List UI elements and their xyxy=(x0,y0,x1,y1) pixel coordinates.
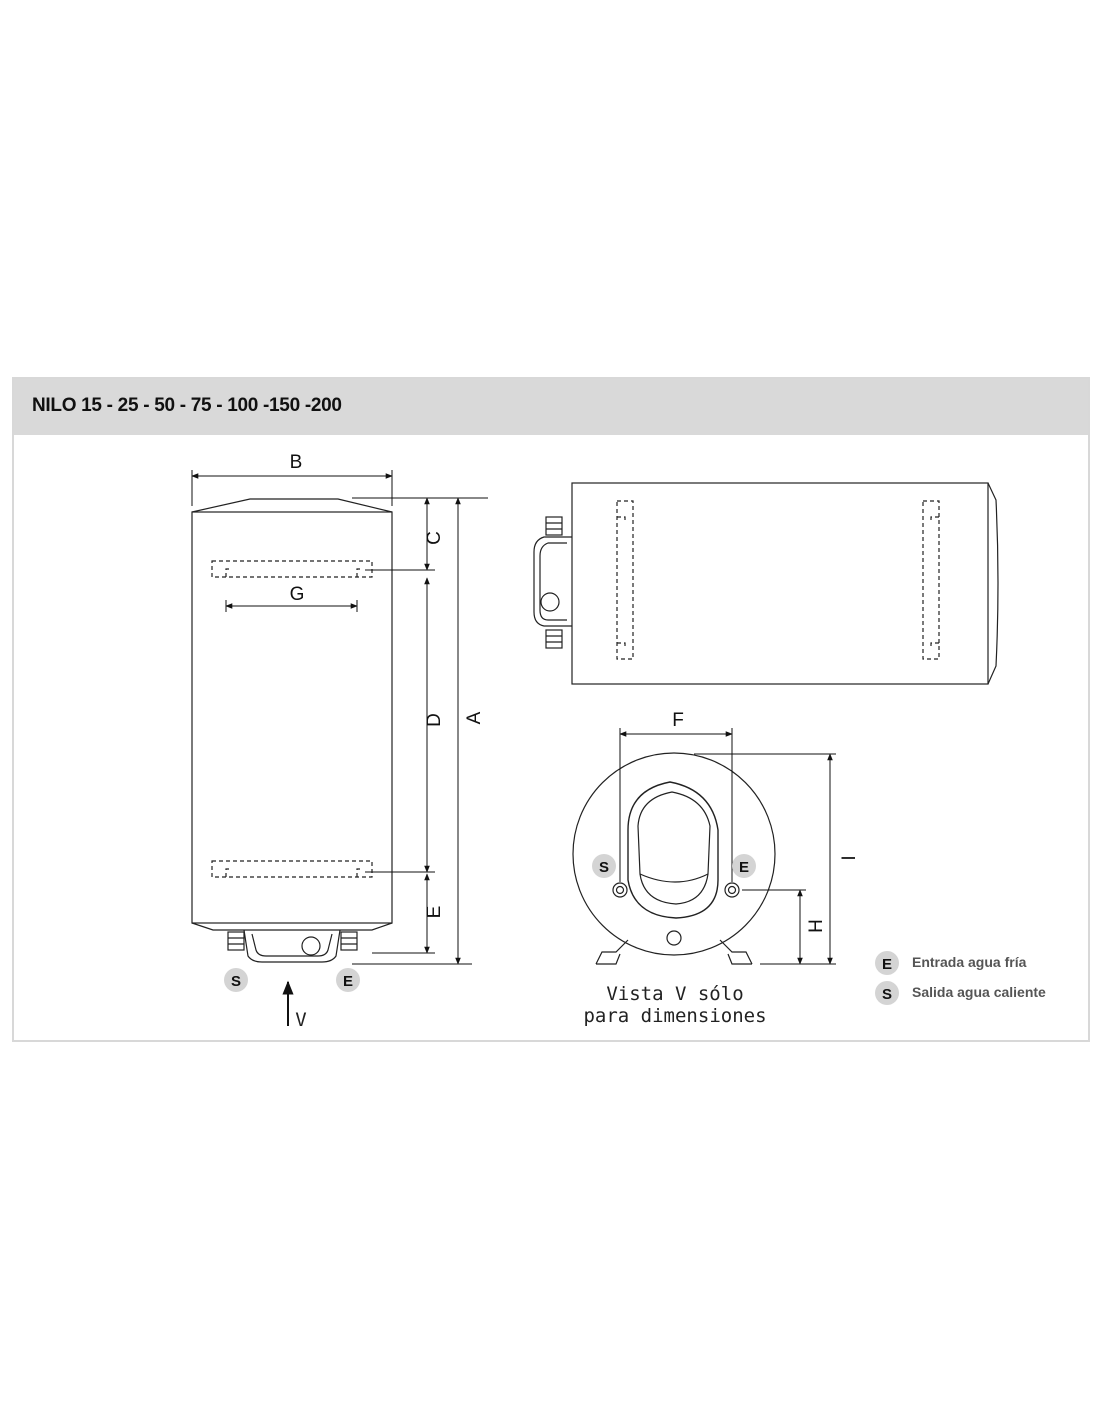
drain-port xyxy=(666,930,682,946)
tank-top-cap xyxy=(191,498,393,513)
inlet-port xyxy=(724,882,740,898)
outlet-port xyxy=(612,882,628,898)
dim-label-f: F xyxy=(672,710,684,731)
round-dimensions xyxy=(619,728,836,965)
bottom-view-v xyxy=(572,752,776,965)
caption-line-1: Vista V sólo xyxy=(606,983,743,1005)
page-title: NILO 15 - 25 - 50 - 75 - 100 -150 -200 xyxy=(32,395,342,416)
caption-line-2: para dimensiones xyxy=(583,1005,766,1027)
thermostat-knob xyxy=(301,936,321,956)
svg-text:E: E xyxy=(343,973,353,990)
svg-text:S: S xyxy=(231,973,241,990)
legend-text-inlet: Entrada agua fría xyxy=(912,954,1027,970)
side-control-box xyxy=(533,536,572,627)
right-foot xyxy=(719,939,753,965)
dim-label-h: H xyxy=(806,919,827,933)
horizontal-view xyxy=(533,482,999,685)
outlet-pipe xyxy=(227,931,245,951)
front-view xyxy=(191,498,393,963)
dim-label-g: G xyxy=(290,584,305,605)
dim-label-i: I xyxy=(839,855,860,860)
legend-item-inlet: E Entrada agua fría xyxy=(875,951,1027,975)
horizontal-tank-body xyxy=(571,482,989,685)
tank-round-outline xyxy=(572,752,776,956)
legend: E Entrada agua fría S Salida agua calien… xyxy=(875,951,1046,1005)
inlet-badge: E xyxy=(336,968,360,992)
view-arrow-label: V xyxy=(295,1009,306,1031)
dim-label-e: E xyxy=(424,906,445,919)
left-foot xyxy=(595,939,629,965)
side-thermostat-knob xyxy=(540,592,560,612)
round-control-box-outer xyxy=(627,781,719,919)
round-outlet-badge: S xyxy=(592,854,616,878)
round-inlet-badge: E xyxy=(732,854,756,878)
svg-text:E: E xyxy=(882,956,892,973)
outlet-badge: S xyxy=(224,968,248,992)
legend-item-outlet: S Salida agua caliente xyxy=(875,981,1046,1005)
dim-label-a: A xyxy=(464,711,485,724)
round-control-box-inner xyxy=(637,791,711,905)
lower-bracket xyxy=(211,860,373,878)
inlet-pipe xyxy=(340,931,358,951)
horizontal-tank-end xyxy=(987,482,999,685)
front-dimensions xyxy=(191,470,488,1026)
svg-text:E: E xyxy=(739,859,749,876)
svg-text:S: S xyxy=(599,859,609,876)
dim-label-b: B xyxy=(290,452,303,473)
dim-label-d: D xyxy=(424,713,445,727)
tank-bottom-cap xyxy=(191,922,393,931)
tank-body xyxy=(191,511,393,924)
title-bar: NILO 15 - 25 - 50 - 75 - 100 -150 -200 xyxy=(14,379,1088,435)
left-bracket xyxy=(616,500,634,660)
upper-bracket xyxy=(211,560,373,578)
control-box xyxy=(243,929,341,963)
legend-text-outlet: Salida agua caliente xyxy=(912,984,1046,1000)
svg-text:S: S xyxy=(882,986,892,1003)
dim-label-c: C xyxy=(424,531,445,545)
right-bracket xyxy=(922,500,940,660)
